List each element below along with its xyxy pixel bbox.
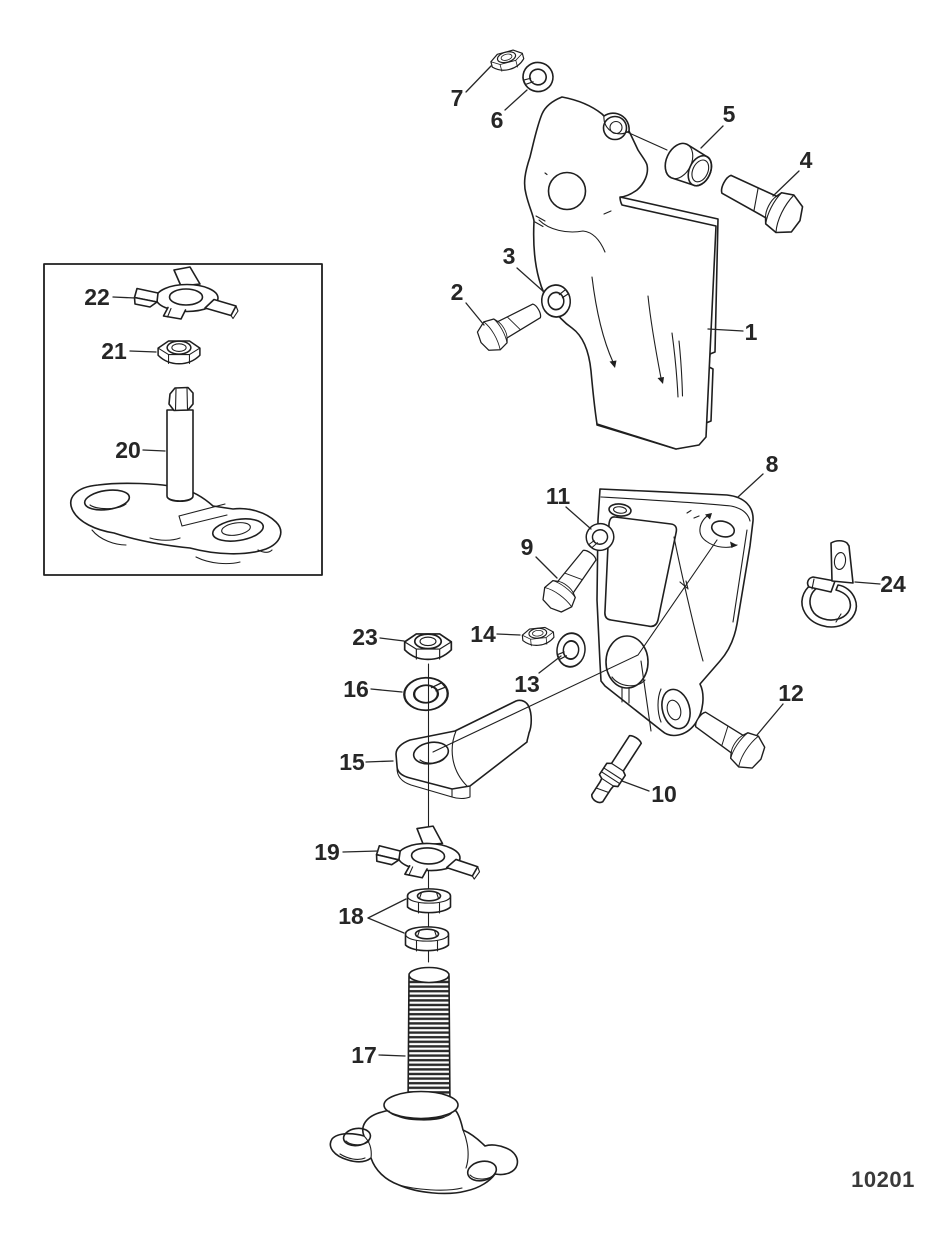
callout-label-15: 15 <box>339 749 365 775</box>
leader-line-21 <box>129 350 157 353</box>
alignment-line-hole-to-bushing <box>626 131 668 151</box>
leader-line-14 <box>496 633 521 636</box>
callout-label-7: 7 <box>451 85 464 111</box>
callout-label-19: 19 <box>314 839 340 865</box>
leader-line-7 <box>465 65 492 93</box>
callout-label-11: 11 <box>546 483 571 509</box>
leader-line-5 <box>700 125 724 149</box>
figure-number: 10201 <box>851 1167 915 1192</box>
callout-label-2: 2 <box>451 279 464 305</box>
part-14-nut <box>521 626 556 648</box>
callout-label-18: 18 <box>338 903 364 929</box>
callout-label-8: 8 <box>766 451 779 477</box>
part-1-bracket <box>523 96 719 450</box>
callout-label-4: 4 <box>800 147 813 173</box>
part-8-bracket <box>596 488 754 737</box>
leader-line-18 <box>367 917 405 934</box>
part-16-lock-washer <box>402 675 450 713</box>
leader-line-22 <box>112 296 136 299</box>
leader-line-11 <box>565 506 592 530</box>
leader-line-12 <box>756 703 784 736</box>
part-13-lock-washer <box>553 630 589 670</box>
leader-line-6 <box>504 89 528 111</box>
leader-line-15 <box>365 760 394 763</box>
callout-label-3: 3 <box>503 243 516 269</box>
rotation-arrow <box>699 513 738 548</box>
callout-label-22: 22 <box>84 284 110 310</box>
part-2-bolt <box>472 295 548 357</box>
part-17-mount-base <box>329 1090 519 1195</box>
leader-line-10 <box>621 780 650 792</box>
callout-label-9: 9 <box>521 534 534 560</box>
part-21-nut <box>157 340 201 365</box>
leader-line-1 <box>707 328 744 332</box>
alignment-line-diagonal <box>432 539 718 753</box>
leader-line-9 <box>535 556 558 579</box>
leader-line-20 <box>142 449 166 452</box>
callout-label-24: 24 <box>880 571 906 597</box>
part-22-tab-washer <box>133 266 239 320</box>
part-9-bolt <box>536 542 606 619</box>
callout-label-20: 20 <box>115 437 141 463</box>
leader-line-8 <box>737 473 764 498</box>
leader-line-24 <box>854 581 881 585</box>
callout-label-5: 5 <box>723 101 736 127</box>
callout-label-21: 21 <box>101 338 127 364</box>
leader-line-13 <box>538 655 562 674</box>
callout-label-13: 13 <box>514 671 540 697</box>
leader-line-19 <box>342 850 379 853</box>
inset-detail <box>43 263 323 576</box>
part-6-lock-washer <box>519 59 557 95</box>
callout-label-10: 10 <box>651 781 677 807</box>
part-17-threaded-stud <box>407 966 451 1109</box>
inset-box <box>43 263 323 576</box>
part-18-nut-lower <box>404 926 450 952</box>
callout-label-12: 12 <box>778 680 804 706</box>
part-18-nut-upper <box>406 888 452 914</box>
leader-line-16 <box>370 688 403 693</box>
leader-line-18 <box>367 898 407 919</box>
leader-line-23 <box>379 637 405 642</box>
part-24-clamp <box>801 539 858 628</box>
callout-label-1: 1 <box>745 319 758 345</box>
leader-line-17 <box>378 1054 406 1057</box>
callout-label-14: 14 <box>470 621 496 647</box>
callout-label-16: 16 <box>343 676 369 702</box>
part-7-nut <box>488 47 527 75</box>
part-10-stud <box>590 734 643 804</box>
callout-label-17: 17 <box>351 1042 377 1068</box>
leader-line-4 <box>772 170 800 197</box>
part-23-nut <box>403 633 453 661</box>
leader-line-3 <box>516 267 545 293</box>
callout-label-23: 23 <box>352 624 378 650</box>
part-15-rod-end <box>395 699 533 800</box>
part-5-bushing <box>664 142 713 187</box>
part-20-stud <box>149 386 228 541</box>
callout-label-6: 6 <box>491 107 504 133</box>
leader-line-2 <box>465 302 485 326</box>
